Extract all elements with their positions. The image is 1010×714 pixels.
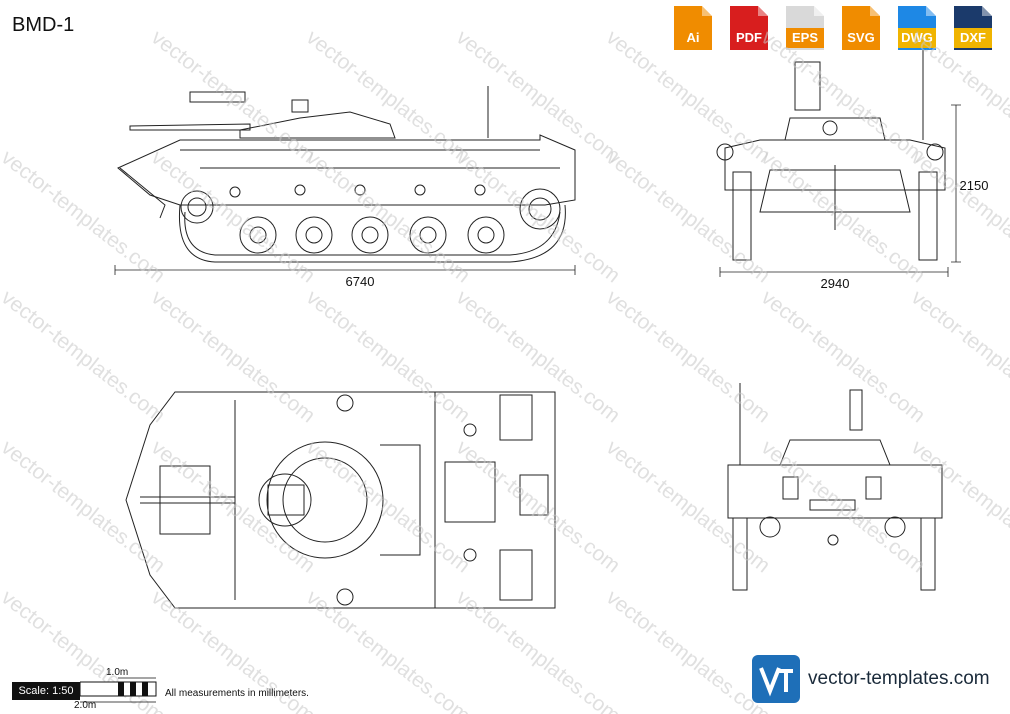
brand-site-link[interactable]: vector-templates.com [808, 668, 990, 689]
top-view [125, 391, 556, 609]
page-title: BMD-1 [12, 14, 75, 36]
svg-format-icon[interactable]: SVG [838, 4, 884, 52]
length-dimension: 6740 [346, 274, 375, 289]
pdf-format-icon[interactable]: PDF [726, 4, 772, 52]
dxf-format-icon[interactable]: DXF [950, 4, 996, 52]
rear-view [727, 383, 943, 591]
file-icon [786, 6, 824, 50]
dwg-format-label: DWG [901, 30, 933, 45]
measurement-note: All measurements in millimeters. [165, 688, 309, 699]
file-icon [842, 6, 880, 50]
scale-bar [80, 677, 157, 703]
eps-format-icon[interactable]: EPS [782, 4, 828, 52]
file-icon [954, 6, 992, 50]
file-icon [730, 6, 768, 50]
dxf-format-label: DXF [960, 30, 986, 45]
vt-logo-icon [759, 667, 793, 697]
side-view [117, 86, 576, 263]
ai-format-icon[interactable]: Ai [670, 4, 716, 52]
file-icon [898, 6, 936, 50]
width-dimension: 2940 [821, 276, 850, 291]
svg-format-label: SVG [847, 30, 875, 45]
scale-mark-1m: 1.0m [106, 667, 129, 678]
pdf-format-label: PDF [736, 30, 762, 45]
ai-format-label: Ai [686, 30, 700, 45]
dwg-format-icon[interactable]: DWG [894, 4, 940, 52]
front-view [716, 50, 946, 261]
file-icon [674, 6, 712, 50]
scale-mark-2m: 2.0m [74, 700, 97, 711]
height-dimension: 2150 [960, 178, 989, 193]
brand-logo[interactable] [752, 655, 800, 703]
scale-badge: Scale: 1:50 [12, 682, 80, 700]
eps-format-label: EPS [791, 30, 818, 45]
